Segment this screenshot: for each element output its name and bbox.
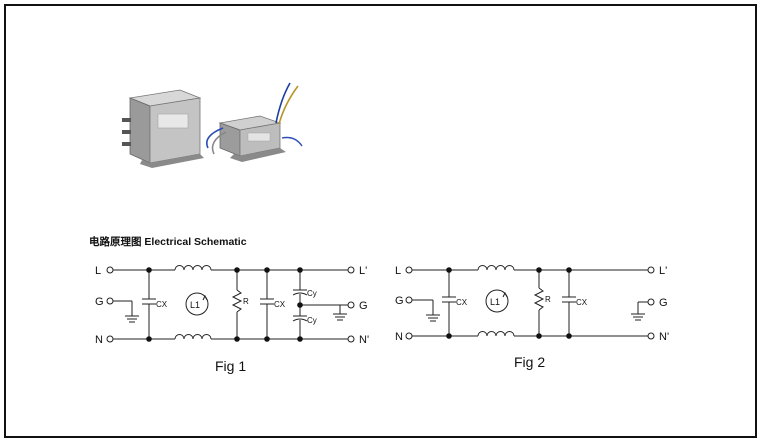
fig2-resistor-label: R	[545, 295, 551, 304]
fig1-cx-input-label: CX	[156, 300, 168, 309]
fig2-caption: Fig 2	[514, 354, 545, 370]
fig2-output-neutral-label: N'	[659, 331, 669, 343]
figure-frame	[4, 4, 757, 438]
fig1-inductor-label: L1	[190, 300, 200, 310]
fig1-output-neutral-label: N'	[359, 334, 369, 346]
fig2-output-ground-label: G	[659, 297, 668, 309]
fig1-output-line-label: L'	[359, 265, 367, 277]
fig2-input-ground-label: G	[395, 295, 404, 307]
fig1-cx-output-label: CX	[274, 300, 286, 309]
small-emi-filter-image	[206, 82, 303, 162]
fig1-input-ground-label: G	[95, 296, 104, 308]
fig2-inductor-label: L1	[490, 297, 500, 307]
schematic-heading: 电路原理图 Electrical Schematic	[89, 236, 247, 248]
fig1-cy-bottom-label: Cy	[307, 316, 317, 325]
fig2-cx-output-label: CX	[576, 298, 588, 307]
fig1-input-neutral-label: N	[95, 334, 103, 346]
fig1-cy-top-label: Cy	[307, 289, 317, 298]
fig1-output-ground-label: G	[359, 300, 368, 312]
fig1-caption: Fig 1	[215, 358, 246, 374]
emi-filter-product-photos	[122, 82, 303, 168]
large-emi-filter-image	[122, 89, 204, 168]
fig2-input-line-label: L	[395, 265, 401, 277]
fig2-cx-input-label: CX	[456, 298, 468, 307]
fig1-resistor-label: R	[243, 297, 249, 306]
fig2-output-line-label: L'	[659, 265, 667, 277]
fig2-input-neutral-label: N	[395, 331, 403, 343]
fig1-input-line-label: L	[95, 265, 101, 277]
